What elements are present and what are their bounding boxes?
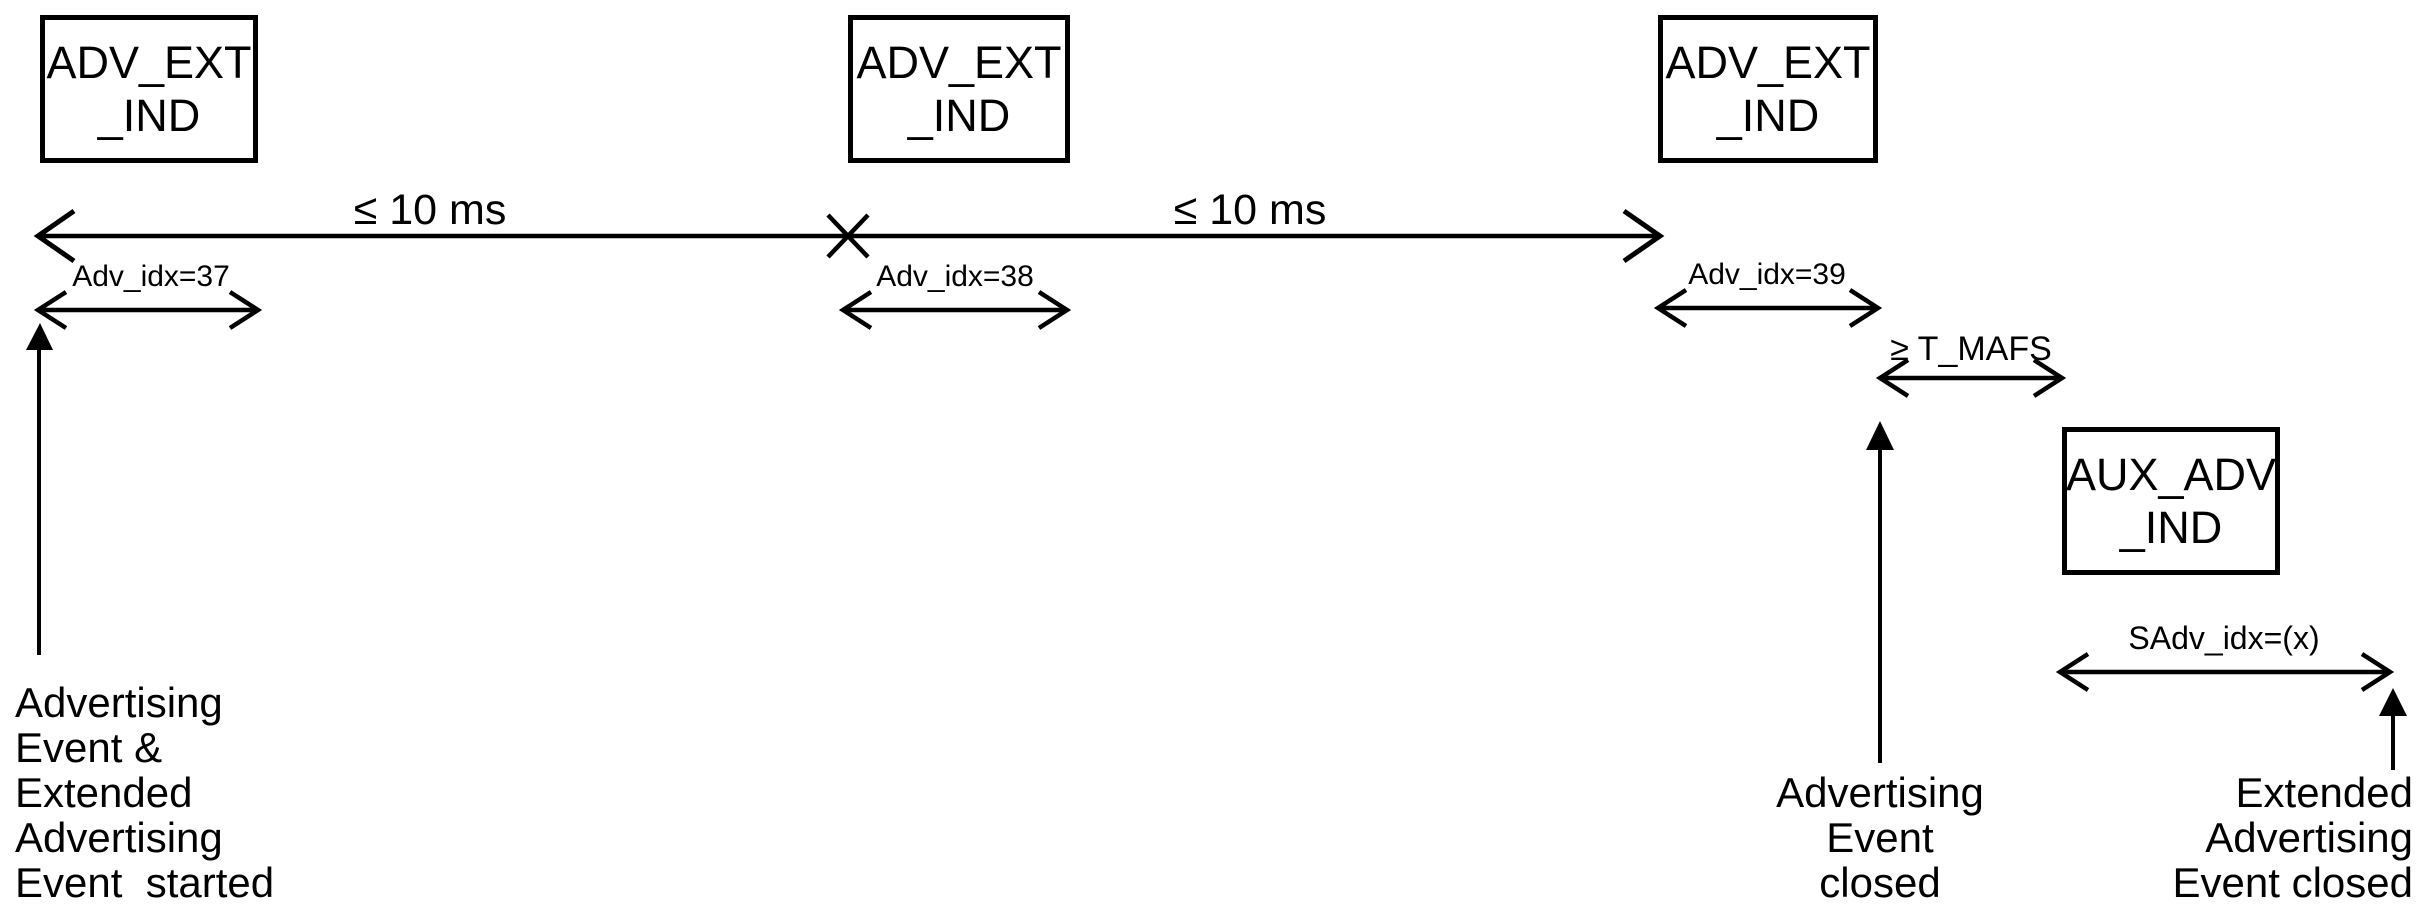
interval-label-2: ≤ 10 ms bbox=[1173, 186, 1327, 234]
adv-idx-39-span-arrow bbox=[1653, 288, 1883, 328]
timeline-right-arrowhead-icon bbox=[1622, 208, 1665, 264]
adv-idx-37-span-arrow bbox=[33, 290, 263, 330]
packet-label: ADV_EXT _IND bbox=[856, 37, 1062, 141]
caption-ext-adv-event-closed: Extended Advertising Event closed bbox=[2172, 769, 2413, 906]
adv-event-closed-arrow bbox=[1866, 421, 1894, 763]
sadv-idx-label: SAdv_idx=(x) bbox=[2128, 620, 2320, 656]
t-mafs-label: ≥ T_MAFS bbox=[1890, 330, 2052, 368]
timeline-left-arrowhead-icon bbox=[33, 208, 76, 264]
sadv-idx-span-arrow bbox=[2055, 652, 2395, 692]
caption-adv-event-closed: Advertising Event closed bbox=[1776, 769, 1984, 906]
adv-idx-38-label: Adv_idx=38 bbox=[876, 260, 1034, 293]
ext-adv-event-closed-arrow bbox=[2379, 688, 2407, 770]
adv-idx-37-label: Adv_idx=37 bbox=[72, 260, 230, 293]
packet-label: ADV_EXT _IND bbox=[1665, 37, 1871, 141]
timeline-cross-marker-icon bbox=[826, 213, 870, 259]
t-mafs-span-arrow bbox=[1875, 358, 2067, 398]
interval-label-1: ≤ 10 ms bbox=[353, 186, 507, 234]
packet-box-adv-ext-ind-3: ADV_EXT _IND bbox=[1658, 15, 1878, 163]
packet-box-aux-adv-ind: AUX_ADV _IND bbox=[2062, 427, 2280, 575]
adv-idx-38-span-arrow bbox=[838, 290, 1072, 330]
packet-label: ADV_EXT _IND bbox=[46, 37, 252, 141]
packet-label: AUX_ADV _IND bbox=[2065, 449, 2277, 553]
adv-idx-39-label: Adv_idx=39 bbox=[1688, 258, 1846, 291]
packet-box-adv-ext-ind-2: ADV_EXT _IND bbox=[848, 15, 1070, 163]
caption-event-started: Advertising Event & Extended Advertising… bbox=[15, 679, 275, 906]
event-started-arrow bbox=[26, 323, 53, 655]
packet-box-adv-ext-ind-1: ADV_EXT _IND bbox=[40, 15, 258, 163]
